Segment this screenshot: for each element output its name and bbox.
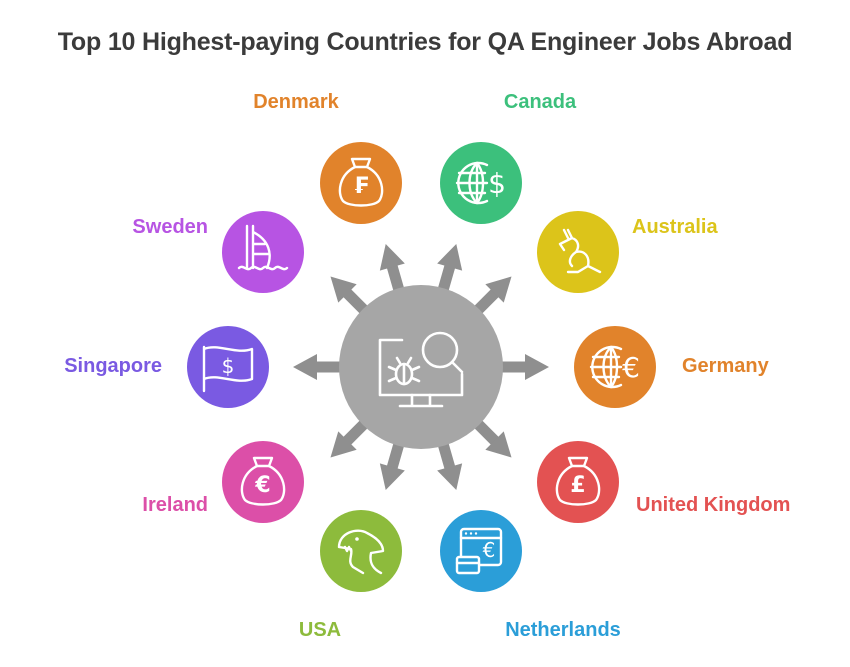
- country-node-singapore: $: [187, 326, 269, 408]
- svg-text:€: €: [483, 538, 496, 562]
- flag-dollar-icon: $: [202, 345, 254, 393]
- country-label-sweden: Sweden: [132, 216, 208, 238]
- globe-euro-icon: €: [589, 345, 640, 389]
- arrow: [491, 354, 549, 380]
- monitor-bug-search-icon: [378, 331, 464, 408]
- country-label-usa: USA: [298, 619, 342, 641]
- country-node-sweden: [222, 211, 304, 293]
- country-label-united-kingdom: United Kingdom: [636, 494, 791, 516]
- country-circle: [320, 142, 402, 224]
- country-label-canada: Canada: [503, 91, 577, 113]
- country-node-ireland: €: [222, 441, 304, 523]
- browser-euro-card-icon: €: [455, 527, 503, 575]
- svg-text:€: €: [622, 351, 640, 384]
- page-title: Top 10 Highest-paying Countries for QA E…: [57, 28, 793, 56]
- country-label-singapore: Singapore: [64, 355, 162, 377]
- hub: [339, 285, 503, 449]
- country-circle: [222, 211, 304, 293]
- hub-circle: [339, 285, 503, 449]
- country-node-denmark: ₣: [320, 142, 402, 224]
- kangaroo-icon: [558, 228, 602, 274]
- money-bag-pound-icon: £: [555, 456, 601, 506]
- sail-building-icon: [237, 224, 289, 271]
- country-node-netherlands: €: [440, 510, 522, 592]
- country-circle: [222, 441, 304, 523]
- svg-text:£: £: [570, 473, 585, 498]
- svg-text:$: $: [488, 167, 506, 200]
- svg-text:$: $: [222, 354, 235, 378]
- country-circle: [440, 510, 522, 592]
- country-node-usa: [320, 510, 402, 592]
- country-label-ireland: Ireland: [142, 494, 208, 516]
- country-circle: [187, 326, 269, 408]
- money-bag-euro-icon: €: [240, 456, 286, 506]
- country-nodes: ₣ $ € £ € € $: [187, 142, 656, 592]
- country-label-denmark: Denmark: [253, 91, 339, 113]
- country-label-australia: Australia: [632, 216, 718, 238]
- svg-text:₣: ₣: [353, 174, 368, 199]
- globe-dollar-icon: $: [455, 161, 506, 205]
- arrow: [293, 354, 351, 380]
- svg-text:€: €: [254, 473, 270, 498]
- country-circle: [320, 510, 402, 592]
- country-node-united-kingdom: £: [537, 441, 619, 523]
- country-node-germany: €: [574, 326, 656, 408]
- country-node-australia: [537, 211, 619, 293]
- money-bag-franc-icon: ₣: [338, 157, 384, 207]
- dinosaur-icon: [337, 529, 385, 575]
- country-circle: [537, 441, 619, 523]
- country-label-netherlands: Netherlands: [505, 619, 621, 641]
- country-node-canada: $: [440, 142, 522, 224]
- country-label-germany: Germany: [682, 355, 769, 377]
